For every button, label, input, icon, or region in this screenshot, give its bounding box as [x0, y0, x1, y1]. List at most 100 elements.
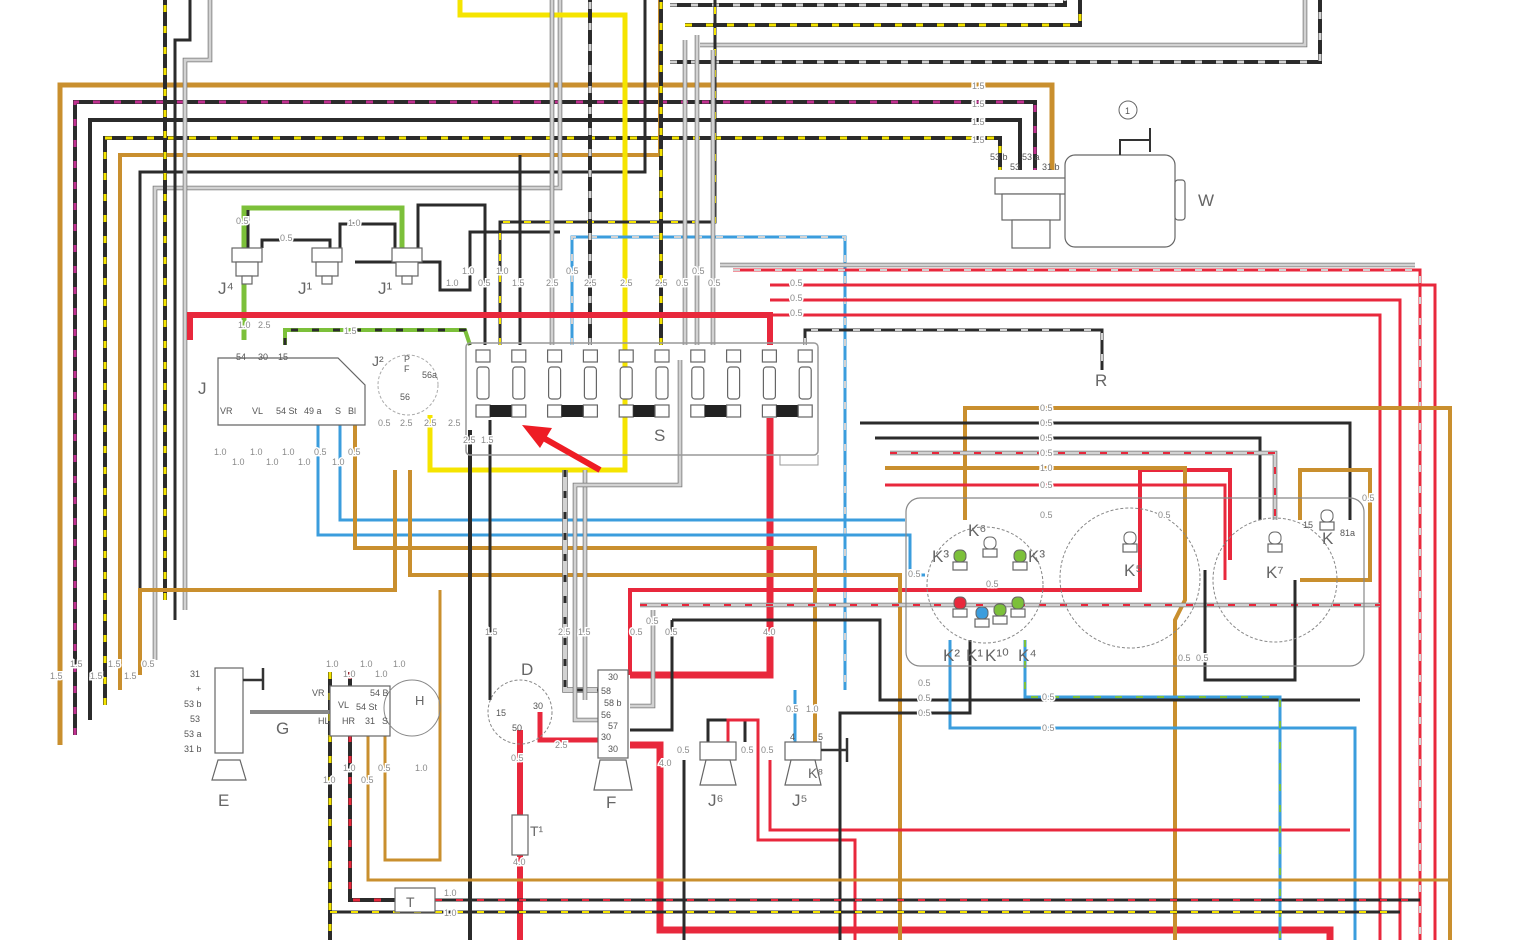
wire-stripe: [73, 100, 1037, 735]
wire: [630, 418, 774, 679]
fuse-terminal: [618, 349, 634, 363]
fuse-bridge: [490, 405, 512, 417]
wire: [563, 470, 598, 692]
wire: [427, 0, 628, 473]
fuse-terminal: [618, 404, 634, 418]
terminal-58: 58: [601, 686, 611, 696]
wire: [963, 406, 1452, 940]
terminal-hl: HL: [318, 716, 330, 726]
terminal-49a: 49 a: [304, 406, 322, 416]
wire: [1298, 468, 1372, 582]
wire-stripe: [804, 329, 1103, 370]
wire-stripe: [283, 328, 472, 346]
label-j: J: [198, 379, 207, 398]
fuse-terminal: [511, 349, 527, 363]
fuse-terminal: [582, 349, 599, 363]
terminal-54st: 54 St: [356, 702, 378, 712]
wire: [416, 203, 487, 345]
wire-gauge-label: 0.5: [790, 278, 803, 288]
fuse-terminal: [725, 404, 742, 418]
fuse-terminal: [546, 349, 563, 363]
bulb-socket: [952, 561, 968, 571]
bulb-socket: [1010, 608, 1026, 618]
fuse-bridge: [633, 405, 656, 417]
fuse-terminal: [761, 349, 778, 363]
fuse: [726, 366, 741, 400]
fuse-bridge: [561, 405, 584, 417]
wire: [860, 421, 1352, 520]
wire-gauge-label: 1.0: [446, 278, 459, 288]
terminal-56a: 56a: [422, 370, 437, 380]
wire-gauge-label: 0.5: [918, 693, 931, 703]
wire-gauge-label: 1.0: [444, 888, 457, 898]
fuse-terminal: [582, 404, 599, 418]
wire-gauge-label: 1.0: [415, 763, 428, 773]
connector-t: T: [394, 887, 436, 913]
wire-gauge-label: 1.5: [972, 81, 985, 91]
terminal-5: 5: [818, 732, 823, 742]
fuse-terminal: [797, 404, 813, 418]
wire-gauge-label: 0.5: [692, 266, 705, 276]
wire-gauge-label: 0.5: [236, 216, 249, 226]
bulb: [975, 606, 989, 620]
bulb: [1123, 531, 1137, 545]
bulb: [1011, 596, 1025, 610]
light-switch-g: G H VR VL 54 B 54 St HL HR 31 S: [250, 679, 441, 738]
terminal-53a: 53 a: [1022, 152, 1040, 162]
label-s: S: [654, 426, 665, 445]
terminal-30: 30: [258, 352, 268, 362]
fuse: [512, 366, 526, 400]
fuse-terminal: [797, 349, 813, 363]
wire: [670, 0, 1067, 7]
wire-gauge-label: 1.0: [323, 775, 336, 785]
wire-gauge-label: 0.5: [1042, 723, 1055, 733]
wire: [672, 618, 1360, 702]
wire-gauge-label: 0.5: [630, 627, 643, 637]
wire-gauge-label: 0.5: [1042, 692, 1055, 702]
terminal-p: P: [404, 354, 410, 364]
terminal-58b: 58 b: [604, 698, 622, 708]
wire-gauge-label: 0.5: [761, 745, 774, 755]
switch-f: F 30 58 58 b 56 57 30 30: [593, 669, 633, 812]
wire: [366, 720, 1450, 882]
label-k6: K⁶: [968, 521, 986, 540]
wire: [768, 760, 1350, 832]
terminal-57: 57: [608, 721, 618, 731]
ignition-switch-d: D 15 50 30: [487, 660, 553, 745]
label-k3: K³: [932, 547, 949, 566]
wire: [885, 483, 1227, 580]
wire: [316, 420, 925, 577]
terminal-15: 15: [1303, 520, 1313, 530]
wire-gauge-label: 2.5: [546, 278, 559, 288]
instrument-cluster: K⁶ K³ K³ K⁵ K⁷ K 15 81a K² K¹ K¹⁰ K⁴: [905, 497, 1365, 667]
wire: [760, 313, 1382, 940]
wire: [948, 640, 1357, 940]
wire-gauge-label: 0.5: [1158, 510, 1171, 520]
fuse: [691, 366, 705, 400]
wire-gauge-label: 1.0: [375, 669, 388, 679]
switch-j4: J⁴: [218, 247, 263, 298]
wire-gauge-label: 0.5: [918, 708, 931, 718]
wire: [630, 741, 1334, 940]
label-t1: T¹: [530, 823, 544, 839]
terminal-vl: VL: [252, 406, 263, 416]
wire-gauge-label: 2.5: [258, 320, 271, 330]
label-k2: K²: [943, 646, 960, 665]
fuse: [762, 366, 777, 400]
terminal-30: 30: [608, 744, 618, 754]
wire: [838, 640, 972, 940]
ground-point-1: 1: [1125, 106, 1130, 116]
label-k7: K⁷: [1266, 563, 1284, 582]
terminal-31: 31: [190, 669, 200, 679]
wire: [57, 82, 1055, 745]
wire-stripe: [685, 0, 1082, 27]
wire: [875, 436, 1262, 520]
fuse: [655, 366, 669, 400]
terminal-56: 56: [601, 710, 611, 720]
wire-gauge-label: 1.0: [298, 457, 311, 467]
wire-gauge-label: 4.0: [659, 758, 672, 768]
terminal-30: 30: [533, 701, 543, 711]
wire-gauge-label: 1.0: [393, 659, 406, 669]
wire-gauge-label: 0.5: [676, 278, 689, 288]
bulb-socket: [1319, 521, 1335, 531]
